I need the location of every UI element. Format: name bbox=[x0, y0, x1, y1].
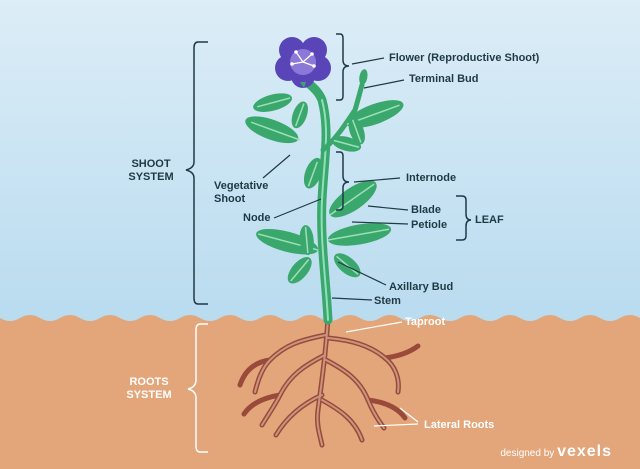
label-internode: Internode bbox=[406, 172, 457, 184]
internode-bracket bbox=[336, 151, 350, 211]
watermark-prefix: designed by bbox=[500, 448, 555, 459]
leader-lines bbox=[262, 57, 409, 301]
roots-system-bracket bbox=[187, 323, 208, 453]
label-petiole: Petiole bbox=[411, 219, 448, 231]
label-terminal-bud: Terminal Bud bbox=[409, 73, 479, 85]
root-leader-lines bbox=[345, 321, 419, 427]
terminal-bud bbox=[359, 69, 368, 86]
label-stem: Stem bbox=[374, 295, 401, 307]
label-node: Node bbox=[243, 212, 271, 224]
label-shoot-system: SHOOT SYSTEM bbox=[128, 158, 174, 183]
lateral-root bbox=[241, 392, 283, 417]
label-vegetative-shoot: Vegetative Shoot bbox=[214, 180, 269, 205]
label-lateral-roots: Lateral Roots bbox=[424, 419, 495, 431]
brackets bbox=[185, 33, 472, 305]
shoot-system-bracket bbox=[185, 41, 208, 305]
leaf bbox=[253, 93, 293, 112]
leaf bbox=[291, 101, 308, 129]
leaf bbox=[245, 116, 301, 144]
flower bbox=[275, 37, 331, 88]
lateral-root bbox=[237, 357, 273, 388]
label-taproot: Taproot bbox=[405, 316, 446, 328]
vexels-logo: vexels bbox=[557, 443, 612, 460]
leaf bbox=[331, 136, 362, 152]
label-blade: Blade bbox=[411, 204, 441, 216]
leaf bbox=[303, 157, 323, 189]
leaf bbox=[333, 253, 361, 278]
leaf bbox=[327, 223, 392, 246]
label-leaf: LEAF bbox=[475, 214, 504, 226]
label-roots-system: ROOTS SYSTEM bbox=[126, 376, 172, 401]
leaf-bracket bbox=[456, 195, 472, 241]
lateral-root bbox=[382, 343, 421, 361]
watermark: designed by vexels bbox=[500, 443, 612, 461]
label-flower: Flower (Reproductive Shoot) bbox=[389, 52, 540, 64]
leaf bbox=[287, 256, 312, 284]
flower-bracket bbox=[336, 33, 350, 101]
label-axillary-bud: Axillary Bud bbox=[389, 281, 454, 293]
lateral-root bbox=[365, 397, 408, 421]
leaves bbox=[245, 69, 404, 284]
leaf bbox=[299, 225, 314, 256]
root-system bbox=[237, 315, 421, 448]
leaf bbox=[348, 117, 365, 145]
